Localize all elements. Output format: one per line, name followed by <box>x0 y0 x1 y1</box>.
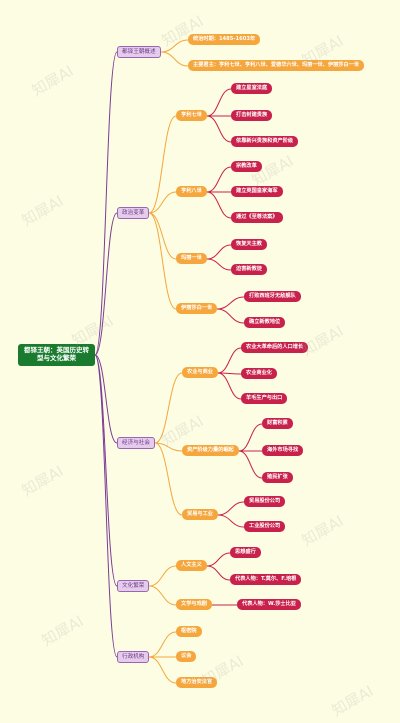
subtopic-to-detail-line <box>217 514 245 528</box>
subtopic[interactable]: 资产阶级力量的崛起 <box>182 445 239 456</box>
subtopic-to-detail-line <box>217 501 245 516</box>
branch-to-subtopic-line <box>148 631 177 658</box>
detail-item[interactable]: 依靠新兴贵族和资产阶级 <box>231 136 299 147</box>
subtopic-to-detail-line <box>206 166 232 193</box>
branch-to-subtopic-line <box>148 212 177 310</box>
root-to-branch-line <box>94 354 118 444</box>
subtopic[interactable]: 议会 <box>176 651 197 662</box>
root-topic[interactable]: 都铎王朝：英国历史转型与文化繁荣 <box>18 344 95 366</box>
subtopic-to-detail-line <box>217 372 242 400</box>
subtopic[interactable]: 文学与戏剧 <box>176 599 212 610</box>
detail-item[interactable]: 打击封建贵族 <box>231 110 273 121</box>
branch-to-subtopic-line <box>160 51 189 67</box>
branch-to-subtopic-line <box>160 39 189 53</box>
branch-topic[interactable]: 经济与社会 <box>117 437 155 449</box>
detail-item[interactable]: 殖民扩张 <box>262 472 293 483</box>
branch-topic[interactable]: 都铎王朝概述 <box>117 46 161 58</box>
subtopic[interactable]: 人文主义 <box>176 560 207 571</box>
branch-to-subtopic-line <box>148 212 177 260</box>
detail-item[interactable]: 财富积累 <box>262 418 293 429</box>
detail-item[interactable]: 农业商业化 <box>241 368 277 379</box>
branch-topic[interactable]: 行政机构 <box>117 651 150 663</box>
subtopic[interactable]: 亨利七世 <box>176 110 207 121</box>
subtopic-to-detail-line <box>206 88 232 117</box>
subtopic[interactable]: 地方治安法官 <box>176 677 218 688</box>
subtopic-to-detail-line <box>206 115 232 143</box>
subtopic-to-detail-line <box>206 258 232 271</box>
subtopic-to-detail-line <box>238 423 263 452</box>
branch-topic[interactable]: 政治变革 <box>117 207 150 219</box>
branch-to-subtopic-line <box>154 372 183 444</box>
detail-item[interactable]: 打败西班牙无敌舰队 <box>244 291 301 302</box>
branch-to-subtopic-line <box>148 115 177 214</box>
detail-item[interactable]: 建立英国皇家海军 <box>231 186 283 197</box>
branch-to-subtopic-line <box>148 656 177 684</box>
detail-item[interactable]: 恢复天主教 <box>231 239 267 250</box>
subtopic[interactable]: 农业与商业 <box>182 367 218 378</box>
subtopic-to-detail-line <box>216 308 245 324</box>
branch-to-subtopic-line <box>148 191 177 214</box>
subtopic-to-detail-line <box>206 565 231 581</box>
subtopic[interactable]: 主要君主：亨利七世、亨利八世、爱德华六世、玛丽一世、伊丽莎白一世 <box>188 60 365 71</box>
detail-item[interactable]: 羊毛生产与出口 <box>241 393 288 404</box>
root-to-branch-line <box>94 354 118 658</box>
detail-item[interactable]: 迫害新教徒 <box>231 264 267 275</box>
subtopic[interactable]: 伊丽莎白一世 <box>176 303 218 314</box>
detail-item[interactable]: 建立星室法庭 <box>231 83 273 94</box>
branch-topic[interactable]: 文化繁荣 <box>117 580 150 592</box>
subtopic[interactable]: 统治时期：1485-1603年 <box>188 34 261 45</box>
subtopic[interactable]: 玛丽一世 <box>176 253 207 264</box>
subtopic[interactable]: 枢密院 <box>176 626 202 637</box>
detail-item[interactable]: 工业股份公司 <box>244 521 286 532</box>
root-to-branch-line <box>94 51 118 356</box>
root-to-branch-line <box>94 354 118 587</box>
subtopic-to-detail-line <box>217 347 242 374</box>
detail-item[interactable]: 思想盛行 <box>230 547 261 558</box>
subtopic-to-detail-line <box>206 244 232 260</box>
detail-item[interactable]: 代表人物：W.莎士比亚 <box>237 599 301 610</box>
branch-to-subtopic-line <box>154 442 183 452</box>
detail-item[interactable]: 确立新教地位 <box>244 317 286 328</box>
branch-to-subtopic-line <box>148 565 177 587</box>
root-to-branch-line <box>94 212 118 356</box>
branch-to-subtopic-line <box>154 442 183 516</box>
detail-item[interactable]: 宗教改革 <box>231 161 262 172</box>
subtopic-to-detail-line <box>206 191 232 219</box>
subtopic-to-detail-line <box>206 552 231 567</box>
subtopic[interactable]: 亨利八世 <box>176 186 207 197</box>
branch-to-subtopic-line <box>148 585 177 606</box>
detail-item[interactable]: 海外市场寻找 <box>262 445 304 456</box>
subtopic-to-detail-line <box>216 296 245 310</box>
detail-item[interactable]: 通过《至尊法案》 <box>231 212 283 223</box>
subtopic-to-detail-line <box>238 450 263 479</box>
detail-item[interactable]: 贸易股份公司 <box>244 496 286 507</box>
detail-item[interactable]: 代表人物：T.莫尔、F.培根 <box>230 574 302 585</box>
detail-item[interactable]: 农业大革命后的人口增长 <box>241 342 309 353</box>
subtopic[interactable]: 贸易与工业 <box>182 509 218 520</box>
